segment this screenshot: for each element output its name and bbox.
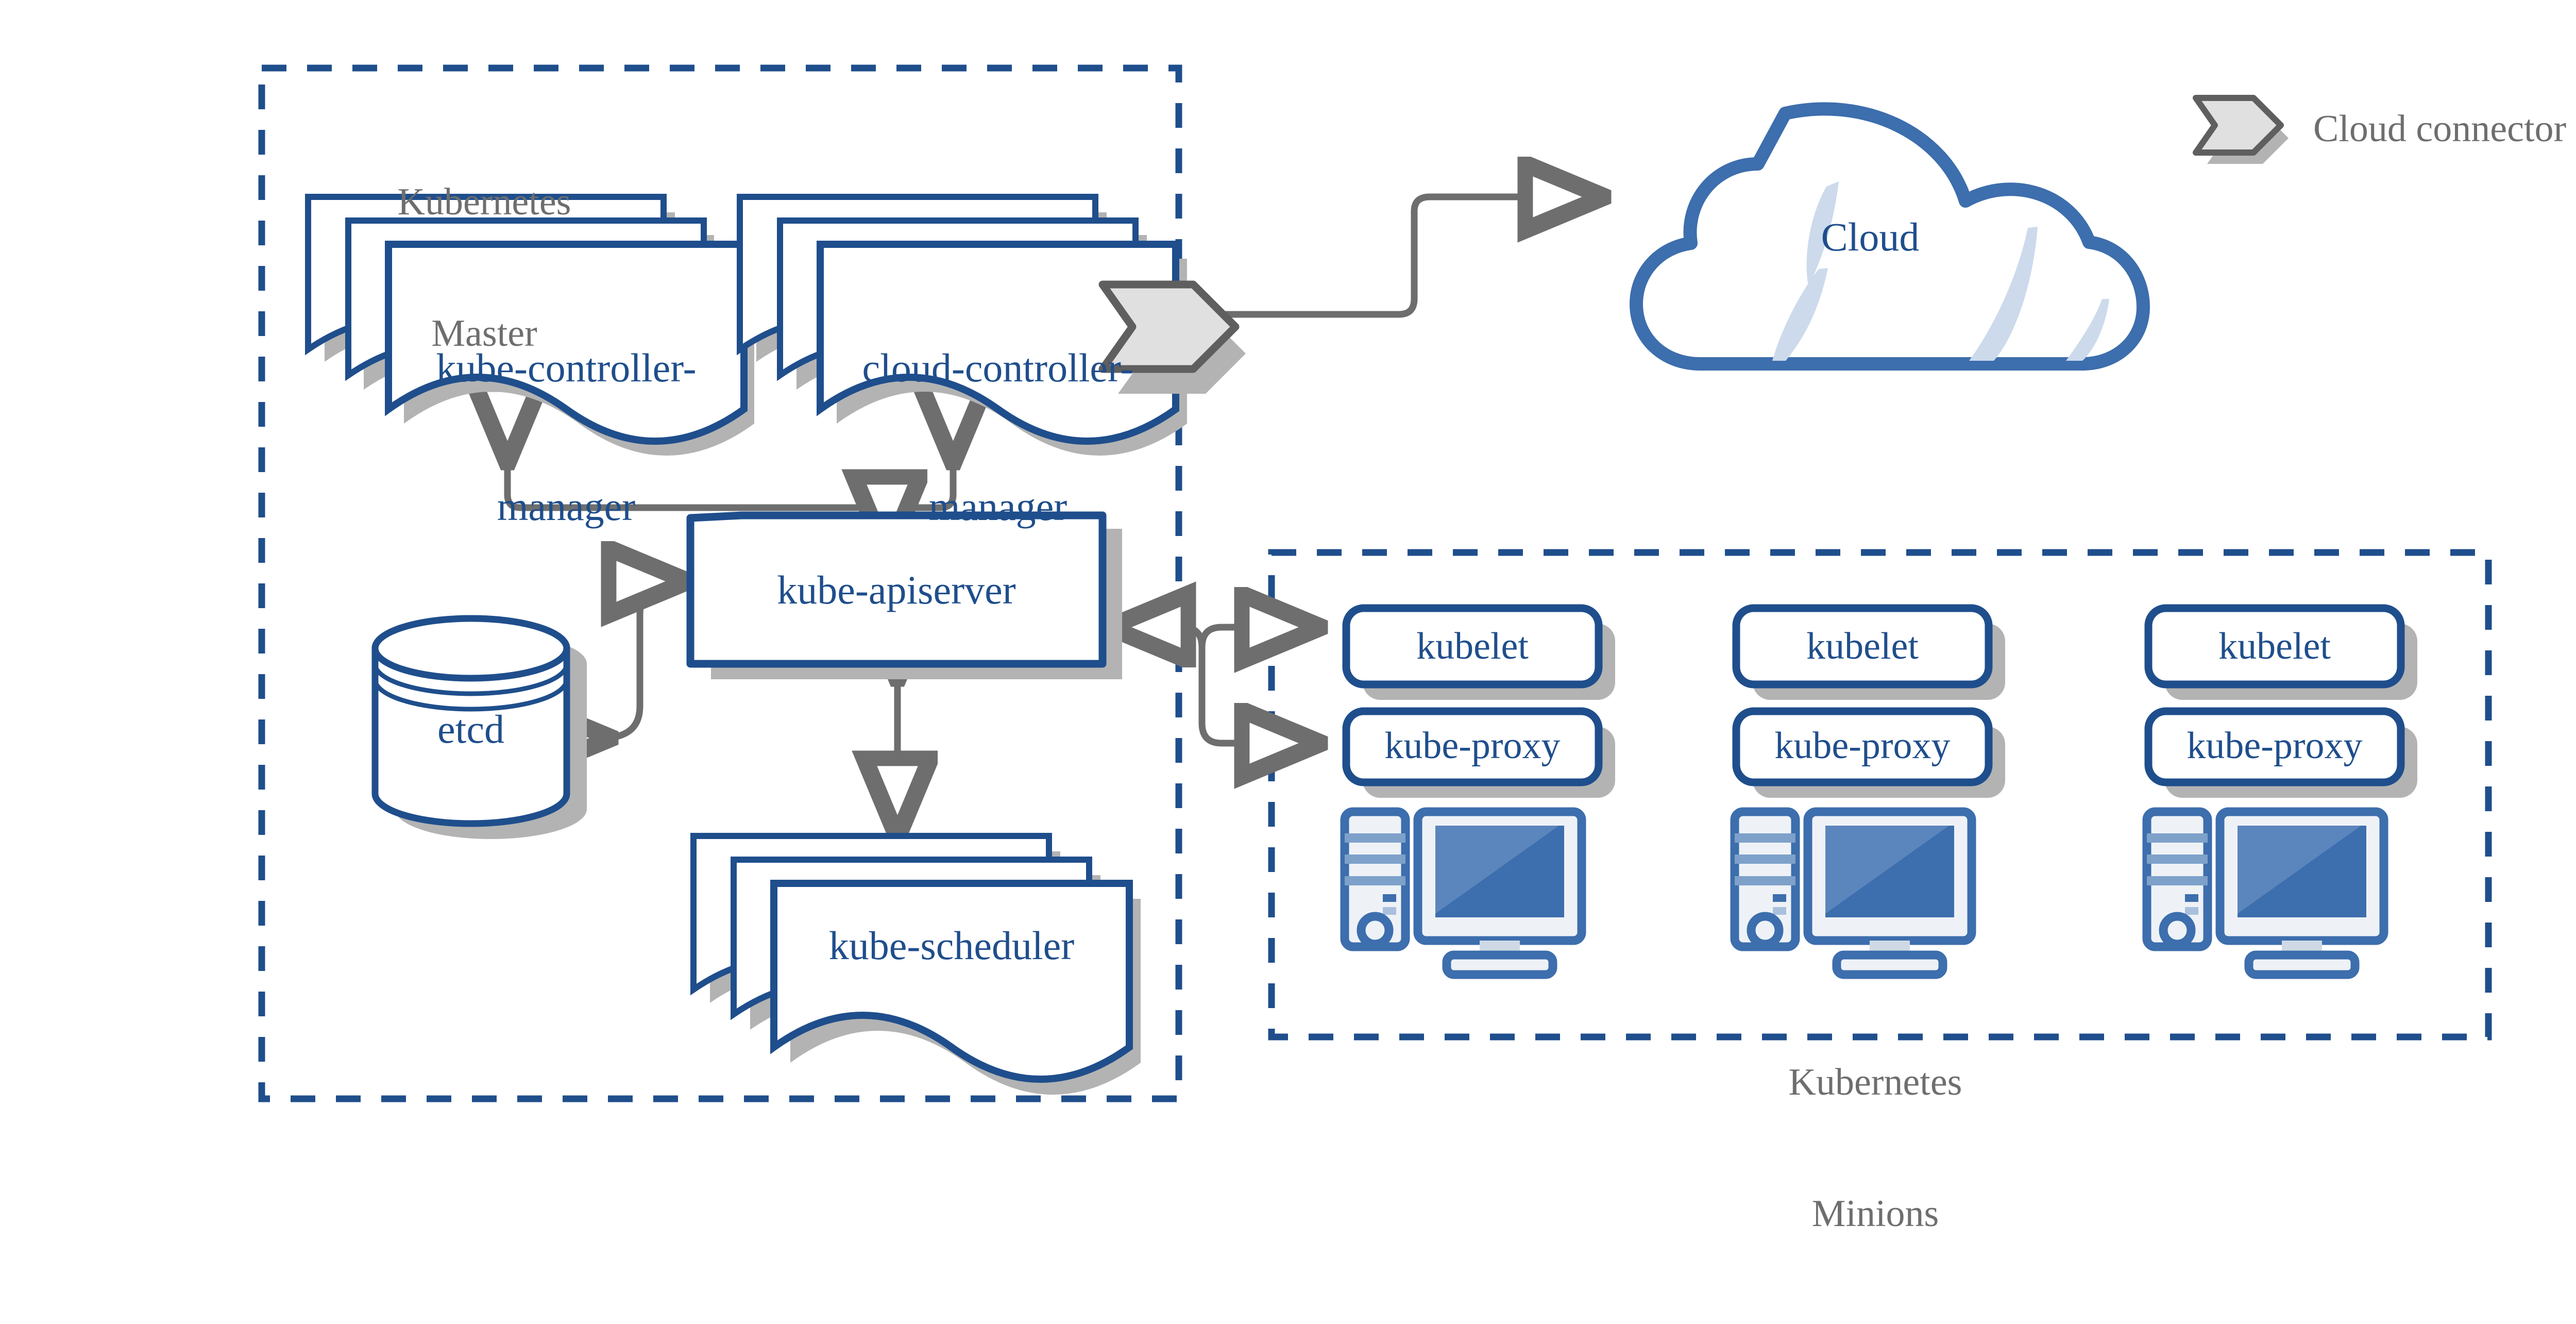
- cloud-connector-chevron-icon: [1098, 280, 1246, 394]
- cloud-controller-manager-shape: [737, 194, 1187, 456]
- desktop-computer-icon: [2142, 807, 2388, 979]
- minion-node-2: [1730, 604, 2005, 979]
- connector-apiserver-minions: [1119, 627, 1311, 743]
- kube-controller-manager-shape: [305, 194, 754, 456]
- etcd-shape: [371, 615, 587, 839]
- kube-proxy-label-3: kube-proxy: [2187, 725, 2363, 767]
- kube-proxy-label-2: kube-proxy: [1774, 725, 1951, 767]
- etcd-label: etcd: [437, 707, 504, 751]
- kube-controller-manager-label: kube-controller- manager: [436, 345, 697, 529]
- cloud-controller-manager-label: cloud-controller- manager: [862, 345, 1134, 529]
- minions-group-boundary: [1268, 549, 2492, 1041]
- cloud-label: Cloud: [1821, 214, 1920, 259]
- connector-etcd-apiserver: [602, 581, 678, 738]
- master-group-label: Kubernetes Master: [397, 181, 571, 355]
- kube-scheduler-label: kube-scheduler: [828, 923, 1075, 968]
- minion-node-1: [1340, 604, 1615, 979]
- kube-apiserver-label: kube-apiserver: [777, 567, 1016, 612]
- diagram-canvas: Kubernetes Master Kubernetes Minions kub…: [258, 64, 2567, 1235]
- connector-ccm-cloud: [1208, 197, 1595, 318]
- connector-kcm-apiserver: [507, 454, 879, 511]
- kube-apiserver-shape: [686, 511, 1122, 679]
- kube-scheduler-shape: [690, 833, 1141, 1095]
- legend-chevron-right-icon: [2193, 95, 2289, 164]
- minion-node-3: [2142, 604, 2417, 979]
- kube-proxy-label-1: kube-proxy: [1384, 725, 1561, 767]
- kubelet-label-2: kubelet: [1806, 625, 1919, 667]
- desktop-computer-icon: [1340, 807, 1586, 979]
- kubelet-label-1: kubelet: [1416, 625, 1529, 667]
- desktop-computer-icon: [1730, 807, 1976, 979]
- master-group-boundary: [258, 64, 1182, 1102]
- minions-group-label: Kubernetes Minions: [1788, 1061, 1962, 1235]
- diagram-svg: [258, 64, 2492, 1102]
- cloud-shape: [1630, 102, 2150, 371]
- cloud-accent-swooshes: [1772, 181, 2109, 361]
- cloud-connector-legend-label: Cloud connector: [2313, 108, 2567, 150]
- kubelet-label-3: kubelet: [2218, 625, 2331, 667]
